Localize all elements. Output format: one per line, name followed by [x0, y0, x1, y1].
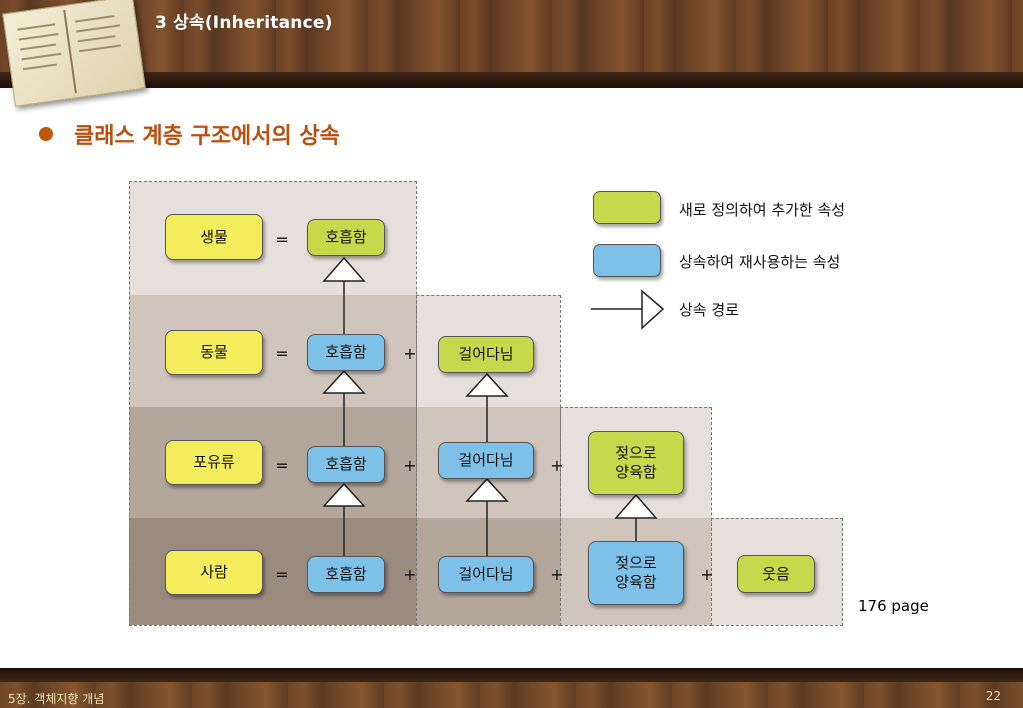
class-box-mammal: 포유류 [165, 440, 263, 485]
footer-page-number: 22 [985, 689, 1001, 703]
legend-inherited-label: 상속하여 재사용하는 속성 [679, 253, 841, 271]
plus-sign: + [403, 344, 417, 363]
bullet-icon [39, 127, 53, 141]
dashed-column-4 [711, 518, 843, 626]
attr-walks: 걸어다님 [438, 336, 534, 373]
attr-walks: 걸어다님 [438, 442, 534, 479]
footer-chapter: 5장. 객체지향 개념 [8, 692, 105, 706]
attr-nurses-with-milk: 젖으로 양육함 [588, 431, 684, 495]
legend-new-label: 새로 정의하여 추가한 속성 [679, 201, 846, 219]
class-box-organism: 생물 [165, 214, 263, 260]
footer-bar [0, 668, 1023, 708]
class-box-animal: 동물 [165, 330, 263, 375]
attr-nurses-with-milk: 젖으로 양육함 [588, 541, 684, 605]
slide-title: 3 상속(Inheritance) [155, 13, 333, 33]
dashed-column-3 [560, 407, 712, 626]
plus-sign: + [700, 565, 714, 584]
legend-inherited-swatch [593, 244, 661, 277]
attr-laughs: 웃음 [737, 555, 815, 593]
header-bar [0, 0, 1023, 88]
equals-sign: = [275, 456, 289, 475]
equals-sign: = [275, 230, 289, 249]
attr-walks: 걸어다님 [438, 556, 534, 593]
section-heading: 클래스 계층 구조에서의 상속 [74, 124, 340, 149]
attr-breathes: 호흡함 [307, 446, 385, 483]
legend-new-swatch [593, 191, 661, 224]
page-reference: 176 page [858, 597, 929, 615]
attr-breathes: 호흡함 [307, 556, 385, 593]
equals-sign: = [275, 565, 289, 584]
plus-sign: + [550, 456, 564, 475]
plus-sign: + [550, 565, 564, 584]
class-box-human: 사람 [165, 550, 263, 595]
plus-sign: + [403, 565, 417, 584]
equals-sign: = [275, 344, 289, 363]
plus-sign: + [403, 456, 417, 475]
attr-breathes: 호흡함 [307, 334, 385, 371]
legend-path-label: 상속 경로 [679, 301, 739, 319]
attr-breathes: 호흡함 [307, 219, 385, 256]
